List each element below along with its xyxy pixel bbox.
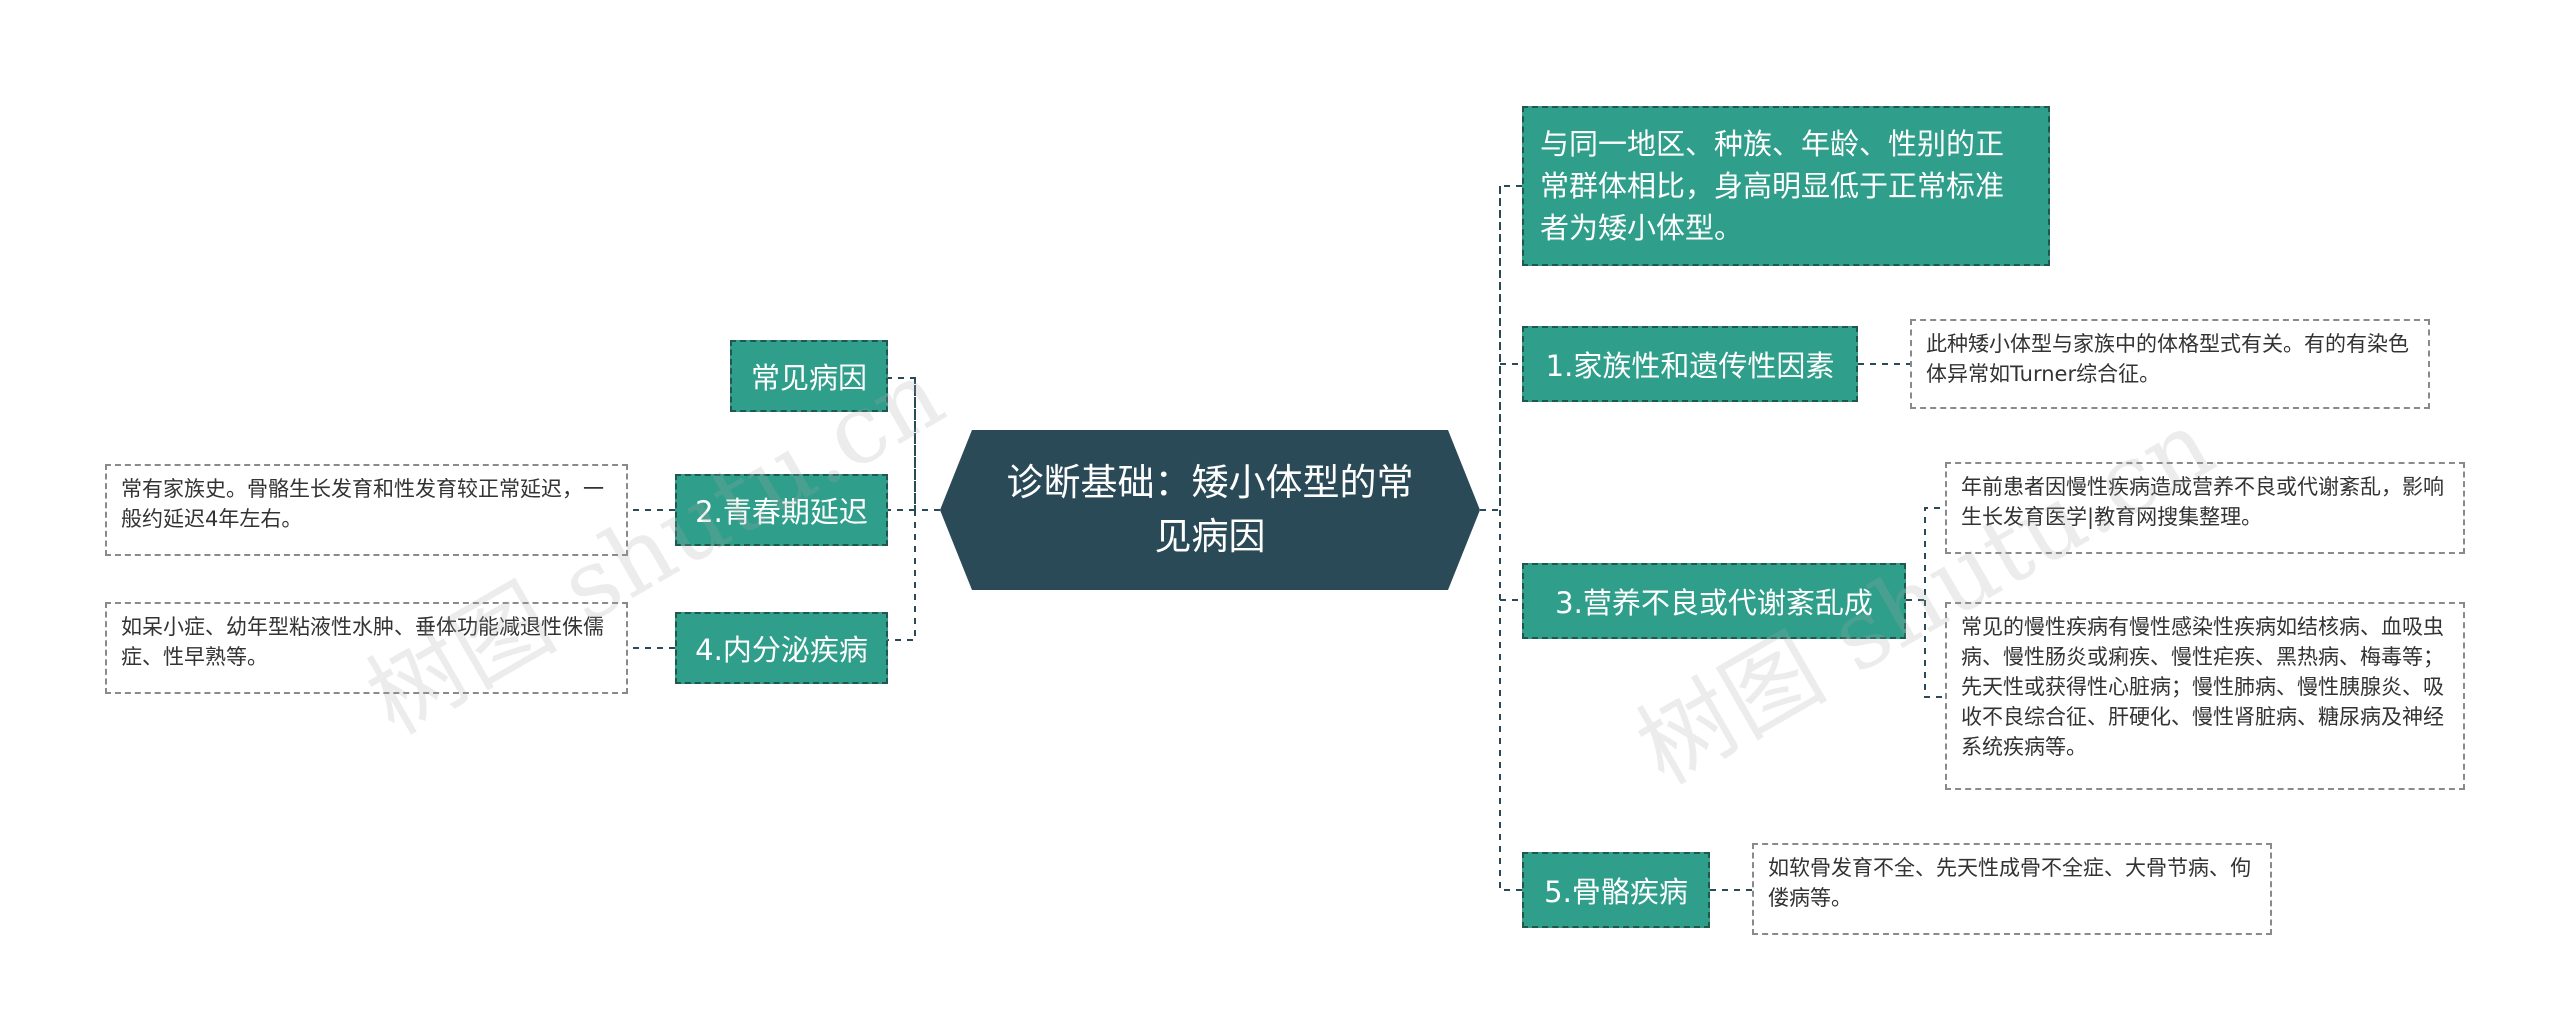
branch-definition-label: 与同一地区、种族、年龄、性别的正常群体相比，身高明显低于正常标准者为矮小体型。 (1540, 127, 2005, 245)
branch-familial-genetic[interactable]: 1.家族性和遗传性因素 (1522, 326, 1858, 402)
branch-puberty-delay-label: 2.青春期延迟 (695, 495, 868, 529)
leaf-skeletal: 如软骨发育不全、先天性成骨不全症、大骨节病、佝偻病等。 (1752, 843, 2272, 935)
leaf-skeletal-text: 如软骨发育不全、先天性成骨不全症、大骨节病、佝偻病等。 (1768, 856, 2251, 910)
branch-nutrition-metabolism[interactable]: 3.营养不良或代谢紊乱成 (1522, 563, 1906, 639)
leaf-nutrition-1: 年前患者因慢性疾病造成营养不良或代谢紊乱，影响生长发育医学|教育网搜集整理。 (1945, 462, 2465, 554)
branch-puberty-delay[interactable]: 2.青春期延迟 (675, 474, 888, 546)
branch-endocrine-label: 4.内分泌疾病 (695, 633, 868, 667)
leaf-nutrition-2-text: 常见的慢性疾病有慢性感染性疾病如结核病、血吸虫病、慢性肠炎或痢疾、慢性疟疾、黑热… (1961, 615, 2444, 759)
central-topic[interactable]: 诊断基础：矮小体型的常见病因 (940, 430, 1480, 590)
leaf-endocrine-text: 如呆小症、幼年型粘液性水肿、垂体功能减退性侏儒症、性早熟等。 (121, 615, 604, 669)
branch-endocrine[interactable]: 4.内分泌疾病 (675, 612, 888, 684)
branch-nutrition-metabolism-label: 3.营养不良或代谢紊乱成 (1555, 586, 1873, 620)
leaf-nutrition-1-text: 年前患者因慢性疾病造成营养不良或代谢紊乱，影响生长发育医学|教育网搜集整理。 (1961, 475, 2444, 529)
leaf-puberty-delay-text: 常有家族史。骨骼生长发育和性发育较正常延迟，一般约延迟4年左右。 (121, 477, 604, 531)
branch-skeletal-label: 5.骨骼疾病 (1544, 875, 1688, 909)
leaf-nutrition-2: 常见的慢性疾病有慢性感染性疾病如结核病、血吸虫病、慢性肠炎或痢疾、慢性疟疾、黑热… (1945, 602, 2465, 790)
branch-definition[interactable]: 与同一地区、种族、年龄、性别的正常群体相比，身高明显低于正常标准者为矮小体型。 (1522, 106, 2050, 266)
leaf-familial-genetic-text: 此种矮小体型与家族中的体格型式有关。有的有染色体异常如Turner综合征。 (1926, 332, 2409, 386)
branch-common-causes[interactable]: 常见病因 (730, 340, 888, 412)
leaf-puberty-delay: 常有家族史。骨骼生长发育和性发育较正常延迟，一般约延迟4年左右。 (105, 464, 628, 556)
branch-familial-genetic-label: 1.家族性和遗传性因素 (1545, 349, 1835, 383)
leaf-familial-genetic: 此种矮小体型与家族中的体格型式有关。有的有染色体异常如Turner综合征。 (1910, 319, 2430, 409)
branch-skeletal[interactable]: 5.骨骼疾病 (1522, 852, 1710, 928)
branch-common-causes-label: 常见病因 (750, 361, 867, 395)
central-topic-label: 诊断基础：矮小体型的常见病因 (1006, 461, 1414, 558)
leaf-endocrine: 如呆小症、幼年型粘液性水肿、垂体功能减退性侏儒症、性早熟等。 (105, 602, 628, 694)
